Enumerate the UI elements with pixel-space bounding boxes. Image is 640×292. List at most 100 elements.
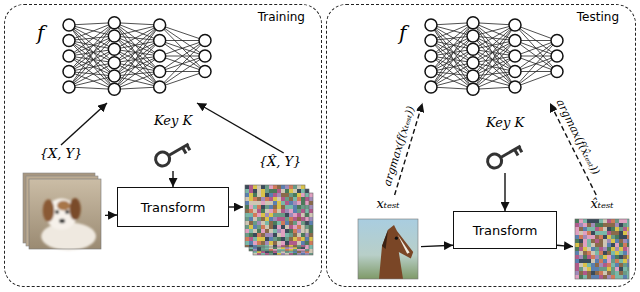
noise-pixel xyxy=(249,249,253,251)
dog-photo xyxy=(41,198,96,251)
noise-pixel xyxy=(619,243,623,247)
noise-pixel xyxy=(265,237,269,241)
noise-pixel xyxy=(301,253,305,255)
noise-pixel xyxy=(277,197,281,201)
noise-pixel xyxy=(261,209,265,213)
noise-pixel xyxy=(281,189,285,193)
noise-pixel xyxy=(281,225,285,229)
noise-pixel xyxy=(587,235,591,239)
noise-pixel xyxy=(277,225,281,229)
network-weight xyxy=(515,25,557,72)
noise-pixel xyxy=(305,217,309,221)
noise-pixel xyxy=(293,217,297,221)
noise-pixel xyxy=(285,201,289,205)
noise-pixel xyxy=(301,225,305,229)
neural-network-node: f xyxy=(397,9,567,103)
noise-pixel xyxy=(297,193,301,197)
noise-pixel xyxy=(301,229,305,233)
noise-pixel xyxy=(273,193,277,197)
noise-pixel xyxy=(623,219,627,223)
noise-pixel xyxy=(297,201,301,205)
noise-pixel xyxy=(285,213,289,217)
noise-pixel xyxy=(249,217,253,221)
noise-pixel xyxy=(273,233,277,237)
function-label: f xyxy=(37,21,44,45)
noise-pixel xyxy=(309,197,313,201)
noise-pixel xyxy=(297,249,301,251)
noise-pixel xyxy=(265,197,269,201)
noise-pixel xyxy=(301,209,305,213)
noise-pixel xyxy=(253,233,257,237)
noise-pixel xyxy=(615,227,619,231)
noise-pixel xyxy=(301,213,305,217)
noise-pixel xyxy=(265,237,269,241)
noise-pixel xyxy=(261,197,265,201)
noise-pixel xyxy=(305,253,309,255)
image-frame xyxy=(358,219,418,279)
noise-pixel xyxy=(603,263,607,267)
noise-pixel xyxy=(273,233,277,237)
noise-pixel xyxy=(599,263,603,267)
noise-pixel xyxy=(257,193,261,197)
noise-pixel xyxy=(261,205,265,209)
horse-blaze xyxy=(398,235,410,254)
neural-network-node: f xyxy=(35,9,215,103)
network-neuron xyxy=(467,57,479,69)
noise-pixel xyxy=(289,245,293,247)
noise-pixel xyxy=(281,209,285,213)
noise-pixel xyxy=(297,237,301,241)
noise-pixel xyxy=(607,251,611,255)
noise-pixel xyxy=(309,221,313,225)
noise-pixel xyxy=(273,217,277,221)
noise-pixel xyxy=(611,259,615,263)
network-neuron xyxy=(425,50,437,62)
noise-pixel xyxy=(579,271,583,275)
noise-pixel xyxy=(305,233,309,237)
noise-pixel xyxy=(309,233,313,237)
noise-pixel xyxy=(623,275,627,279)
image-node: x̂ₜₑₛₜ xyxy=(573,195,631,281)
noise-pixel xyxy=(253,205,257,209)
noise-pixel xyxy=(249,213,253,217)
key-label: Key K xyxy=(486,115,524,130)
noise-pixel xyxy=(253,189,257,193)
noise-pixel xyxy=(615,251,619,255)
noise-pixel xyxy=(297,205,301,209)
noise-pixel xyxy=(273,201,277,205)
noise-pixel xyxy=(257,197,261,201)
noise-pixel xyxy=(587,251,591,255)
noise-pixel xyxy=(269,197,273,201)
noise-pixel xyxy=(281,205,285,209)
noise-pixel xyxy=(591,259,595,263)
noise-pixel xyxy=(265,233,269,237)
set-label: x̂ₜₑₛₜ xyxy=(590,195,613,213)
image-node: {X̂, Y} xyxy=(243,153,317,273)
noise-pixel xyxy=(289,193,293,197)
noise-pixel xyxy=(607,239,611,243)
noise-pixel xyxy=(607,259,611,263)
noise-pixel xyxy=(289,221,293,225)
noise-pixel xyxy=(249,205,253,209)
noise-pixel xyxy=(591,235,595,239)
noise-pixel xyxy=(265,249,269,251)
noise-pixel xyxy=(607,271,611,275)
image-thumbnail xyxy=(355,217,421,281)
image-frame xyxy=(29,179,101,249)
noise-pixel xyxy=(265,245,269,247)
noise-pixel xyxy=(273,253,277,255)
noise-pixel xyxy=(595,275,599,279)
horse-eye xyxy=(395,237,398,240)
noise-pixel xyxy=(285,249,289,251)
noise-pixel xyxy=(607,275,611,279)
noise-pixel xyxy=(257,233,261,237)
noise-pixel xyxy=(269,217,273,221)
noise-pixel xyxy=(289,201,293,205)
noise-pixel xyxy=(305,193,309,197)
noise-pixel xyxy=(293,233,297,237)
noise-pixel xyxy=(257,201,261,205)
noise-pixel xyxy=(611,247,615,251)
noise-pixel xyxy=(285,193,289,197)
noise-pixel xyxy=(297,197,301,201)
noise-pixel xyxy=(273,193,277,197)
